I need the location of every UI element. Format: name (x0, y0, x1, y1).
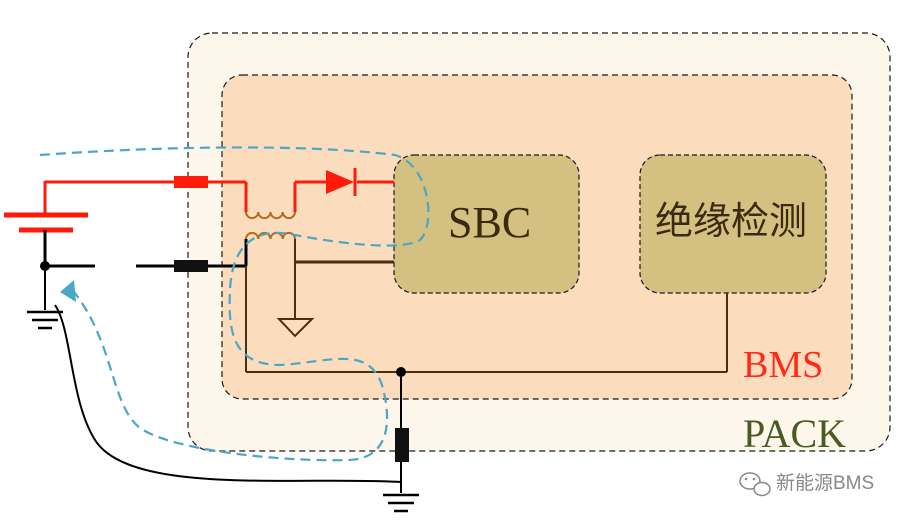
leakage-arrowhead (60, 280, 76, 302)
bms-label: BMS (743, 344, 824, 386)
positive-wire (45, 180, 394, 212)
isolation-detection-block (639, 154, 827, 294)
isolation-detection-label: 绝缘检测 (655, 201, 808, 243)
sbc-ground-wire (294, 260, 394, 318)
leakage-current-path (39, 146, 430, 462)
diode-icon (326, 168, 357, 196)
wechat-icon (739, 472, 771, 497)
sbc-label: SBC (448, 198, 532, 247)
resistor-icon (395, 428, 409, 462)
battery-icon (4, 181, 88, 266)
ground-icon (27, 310, 63, 330)
pack-label: PACK (743, 411, 847, 456)
positive-fuse (174, 176, 208, 188)
negative-fuse (174, 260, 208, 272)
watermark-text: 新能源BMS (776, 473, 875, 494)
ground-icon (276, 318, 315, 338)
sbc-block (393, 154, 580, 294)
chassis-return-wire (54, 304, 402, 483)
ground-icon (383, 493, 419, 513)
